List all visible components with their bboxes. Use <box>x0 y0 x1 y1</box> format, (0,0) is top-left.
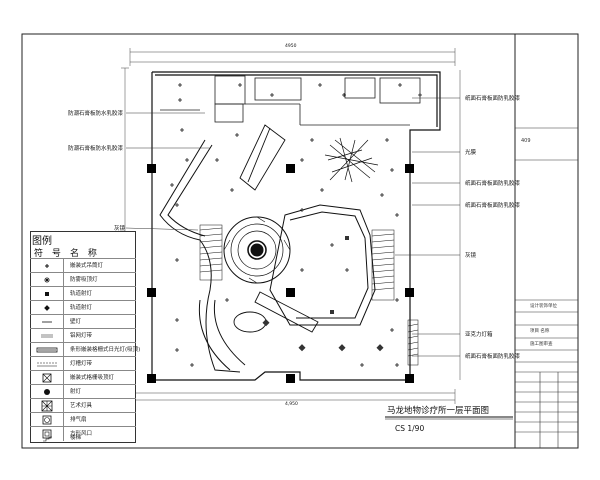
legend-label: 射灯 <box>70 389 82 395</box>
dim-top-text: 4950 <box>285 44 297 49</box>
legend-label: 嵌装式格栅吸顶灯 <box>70 375 115 381</box>
hatched-panels <box>199 224 419 366</box>
drawing-scale: CS 1/90 <box>395 424 425 433</box>
legend-col-symbol: 符 号 <box>34 249 64 259</box>
annotation-left-1: 防潮石膏板防水乳胶漆 <box>68 111 124 117</box>
annotation-right-4: 纸面石膏板面防乳胶漆 <box>465 203 521 209</box>
title-block-line-3: 施工图审查 <box>530 342 553 347</box>
title-block-line-2: 项目 名称 <box>530 329 550 334</box>
right-room <box>269 204 376 326</box>
light-film-panel <box>324 137 379 183</box>
recessed-downlight-icon <box>30 259 64 273</box>
lower-oval <box>233 311 267 333</box>
legend-col-name: 名 称 <box>70 249 100 259</box>
sheet-border <box>21 33 579 449</box>
legend-row: 灯槽灯带 <box>30 356 136 371</box>
legend-label: 防雾吸顶灯 <box>70 277 98 283</box>
legend-label: 艺术灯具 <box>70 403 93 409</box>
square-lamps <box>262 236 384 352</box>
legend-row: 防雾吸顶灯 <box>30 272 136 287</box>
central-rotunda <box>223 216 291 284</box>
legend-label: 嵌装式吊筒灯 <box>70 263 104 269</box>
annotation-right-1: 纸面石膏板面防乳胶漆 <box>465 96 521 102</box>
annotation-right-6: 亚克力灯箱 <box>465 332 493 338</box>
building-outline <box>151 71 441 381</box>
legend-row: 嵌装式吊筒灯 <box>30 258 136 273</box>
legend-row: 轨道射灯 <box>30 300 136 315</box>
legend-row: 壁灯 <box>30 314 136 329</box>
legend-row: 轨道射灯 <box>30 286 136 301</box>
legend-row: 嵌装式格栅吸顶灯 <box>30 370 136 385</box>
track-light-icon <box>30 287 64 301</box>
legend-label: 排气扇 <box>70 417 87 423</box>
legend-label: 轨道射灯 <box>70 291 93 297</box>
legend-label: 楼梯 <box>70 435 82 441</box>
annotation-left-2: 防潮石膏板防水乳胶漆 <box>68 146 124 152</box>
drawing-title: 马龙地物诊疗所一层平面图 <box>387 406 490 416</box>
aluminum-lamp-icon <box>30 329 64 343</box>
spotlight-icon <box>30 385 64 399</box>
legend-label: 灯槽灯带 <box>70 361 93 367</box>
title-block <box>515 127 578 448</box>
strip-light-icon <box>30 343 64 357</box>
legend-label: 条形嵌装格栅式日光灯(吸顶) <box>70 347 141 353</box>
curved-walls <box>159 139 246 373</box>
downlights <box>170 83 422 367</box>
title-block-line-1: 设计装饰单位 <box>530 304 557 309</box>
legend-row: 射灯 <box>30 384 136 399</box>
wall-lamp-icon <box>30 315 64 329</box>
legend-label: 轨道射灯 <box>70 305 93 311</box>
dimension-lines <box>121 48 461 404</box>
air-vent-icon <box>30 427 64 441</box>
annotation-right-3: 纸面石膏板面防乳胶漆 <box>465 181 521 187</box>
annotation-right-5: 灰镜 <box>465 253 477 259</box>
annotation-left-3: 灰镜 <box>114 226 126 232</box>
legend-row: 艺术灯具 <box>30 398 136 413</box>
legend-row: 铝网灯带 <box>30 328 136 343</box>
art-light-icon <box>30 399 64 413</box>
ceiling-partitions <box>160 75 421 126</box>
annotation-right-7: 纸面石膏板面防乳胶漆 <box>465 354 521 360</box>
legend-label: 壁灯 <box>70 319 82 325</box>
legend-row: 方形风口 <box>30 426 136 441</box>
diagonal-feature <box>239 124 286 191</box>
legend-label: 铝网灯带 <box>70 333 93 339</box>
annotation-right-2: 光膜 <box>465 150 477 156</box>
stair-icon <box>30 432 64 443</box>
legend-title: 图例 <box>32 236 52 247</box>
legend-row: 条形嵌装格栅式日光灯(吸顶) <box>30 342 140 357</box>
lower-diagonal-bench <box>254 291 319 333</box>
exhaust-fan-icon <box>30 413 64 427</box>
grille-light-icon <box>30 371 64 385</box>
spot-lamp-icon <box>30 273 64 287</box>
legend-row: 楼梯 <box>30 432 136 443</box>
legend-row: 排气扇 <box>30 412 136 427</box>
legend-label: 方形风口 <box>70 431 93 437</box>
columns <box>147 164 414 383</box>
leader-lines <box>125 97 460 357</box>
track-light-2-icon <box>30 301 64 315</box>
title-underline <box>385 416 513 420</box>
dim-bottom-text: 4,950 <box>285 402 298 407</box>
led-strip-icon <box>30 357 64 371</box>
title-block-code: 409 <box>521 138 531 144</box>
